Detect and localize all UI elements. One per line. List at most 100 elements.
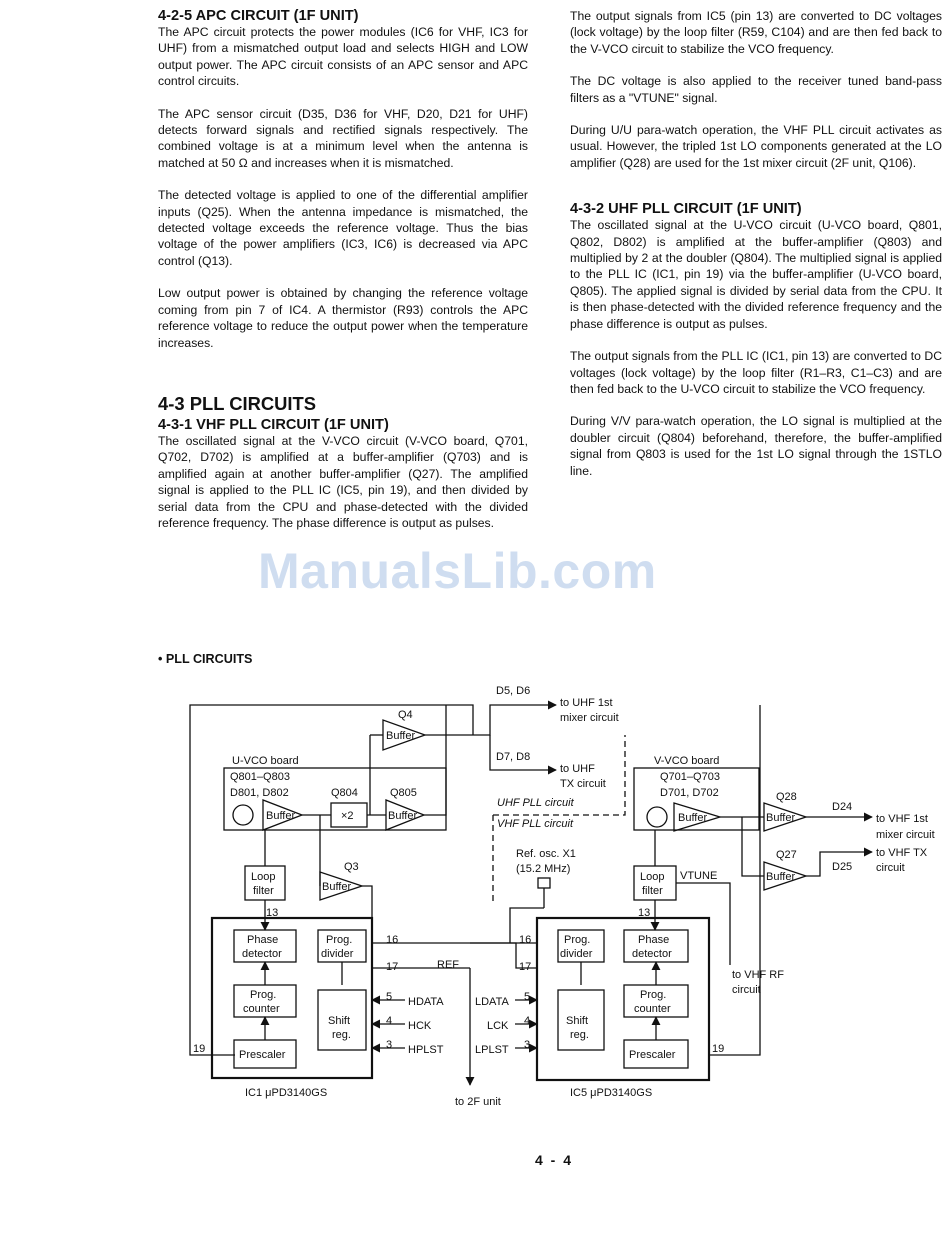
label-to-2f-unit: to 2F unit — [455, 1096, 501, 1108]
uhf-pll-paragraph-3: During V/V para-watch operation, the LO … — [570, 414, 942, 478]
section-4-3-title: 4-3 PLL CIRCUITS — [158, 392, 317, 414]
label-reg-ic5: reg. — [570, 1029, 589, 1041]
pin-3-ic1: 3 — [386, 1039, 392, 1051]
label-uhf-pll: UHF PLL circuit — [497, 797, 575, 809]
label-circuit-vhf-rf: circuit — [732, 984, 761, 996]
label-ref: REF — [437, 959, 459, 971]
label-to-uhf-1st: to UHF 1st — [560, 697, 613, 709]
label-counter-ic5: counter — [634, 1003, 671, 1015]
label-hdata: HDATA — [408, 996, 444, 1008]
label-q3: Q3 — [344, 861, 359, 873]
label-d5d6: D5, D6 — [496, 685, 530, 697]
label-buffer-q3: Buffer — [322, 881, 351, 893]
vhf-pll-paragraph-4: During U/U para-watch operation, the VHF… — [570, 123, 942, 170]
label-d7d8: D7, D8 — [496, 751, 530, 763]
oscillator-vvco — [646, 806, 668, 828]
label-to-vhf-1st: to VHF 1st — [876, 813, 928, 825]
label-circuit-vhf-tx: circuit — [876, 862, 905, 874]
label-phase-ic5: Phase — [638, 934, 669, 946]
section-4-3-2-title: 4-3-2 UHF PLL CIRCUIT (1F UNIT) — [570, 201, 802, 218]
label-counter-ic1: counter — [243, 1003, 280, 1015]
label-lplst: LPLST — [475, 1044, 509, 1056]
pin-13-ic1: 13 — [266, 907, 278, 919]
pin-4-ic5: 4 — [524, 1015, 530, 1027]
label-shift-ic1: Shift — [328, 1015, 350, 1027]
pin-16-ic5: 16 — [519, 934, 531, 946]
label-lck: LCK — [487, 1020, 509, 1032]
label-x2: ×2 — [341, 810, 354, 822]
label-buffer-uvco: Buffer — [266, 810, 295, 822]
label-reg-ic1: reg. — [332, 1029, 351, 1041]
pin-3-ic5: 3 — [524, 1039, 530, 1051]
label-ref-freq: (15.2 MHz) — [516, 863, 570, 875]
vvco-board — [633, 767, 760, 831]
pin-4-ic1: 4 — [386, 1015, 392, 1027]
apc-paragraph-3: The detected voltage is applied to one o… — [158, 188, 528, 268]
section-4-3-1-title: 4-3-1 VHF PLL CIRCUIT (1F UNIT) — [158, 416, 389, 433]
label-q28: Q28 — [776, 791, 797, 803]
label-ldata: LDATA — [475, 996, 509, 1008]
apc-paragraph-2: The APC sensor circuit (D35, D36 for VHF… — [158, 106, 528, 170]
label-prescaler-ic5: Prescaler — [629, 1049, 676, 1061]
label-vtune: VTUNE — [680, 870, 717, 882]
diagram-title: • PLL CIRCUITS — [158, 652, 253, 666]
pin-17-ic1: 17 — [386, 961, 398, 973]
apc-paragraph-4: Low output power is obtained by changing… — [158, 286, 528, 350]
label-ref-osc: Ref. osc. X1 — [516, 848, 576, 860]
label-detector-ic1: detector — [242, 948, 282, 960]
label-shift-ic5: Shift — [566, 1015, 588, 1027]
page-number: 4 - 4 — [535, 1152, 574, 1168]
buffer-vvco — [673, 802, 723, 832]
label-uvco-d: D801, D802 — [230, 787, 289, 799]
label-buffer-q805: Buffer — [388, 810, 417, 822]
apc-paragraph-1: The APC circuit protects the power modul… — [158, 25, 528, 89]
label-ic5: IC5 μPD3140GS — [570, 1087, 652, 1099]
shift-reg-ic5 — [557, 989, 605, 1051]
label-q804: Q804 — [331, 787, 358, 799]
label-buffer-q4: Buffer — [386, 730, 415, 742]
pin-13-ic5: 13 — [638, 907, 650, 919]
right-column: The output signals from IC5 (pin 13) are… — [570, 8, 942, 495]
ic5-box — [535, 916, 711, 1082]
label-to-vhf-tx: to VHF TX — [876, 847, 928, 859]
label-vvco-q: Q701–Q703 — [660, 771, 720, 783]
feedback-wire-left — [189, 704, 474, 1056]
label-vhf-pll: VHF PLL circuit — [497, 818, 574, 830]
vhf-pll-paragraph-3: The DC voltage is also applied to the re… — [570, 74, 942, 105]
buffer-uvco — [262, 799, 304, 831]
label-filter-ic5: filter — [642, 885, 663, 897]
vhf-pll-paragraph-2: The output signals from IC5 (pin 13) are… — [570, 9, 942, 56]
label-buffer-q27: Buffer — [766, 871, 795, 883]
label-vvco-d: D701, D702 — [660, 787, 719, 799]
label-detector-ic5: detector — [632, 948, 672, 960]
label-divider-ic1: divider — [321, 948, 354, 960]
pin-19-ic1: 19 — [193, 1043, 205, 1055]
label-tx-circuit: TX circuit — [560, 778, 606, 790]
label-uvco-board: U-VCO board — [232, 755, 299, 767]
oscillator-uvco — [232, 804, 254, 826]
label-prog-div-ic1: Prog. — [326, 934, 352, 946]
label-to-vhf-rf: to VHF RF — [732, 969, 784, 981]
vhf-pll-paragraph-1: The oscillated signal at the V-VCO circu… — [158, 433, 528, 530]
label-q27: Q27 — [776, 849, 797, 861]
label-loop-ic1: Loop — [251, 871, 275, 883]
label-uvco-q: Q801–Q803 — [230, 771, 290, 783]
section-4-2-5-title: 4-2-5 APC CIRCUIT (1F UNIT) — [158, 8, 359, 24]
label-d25: D25 — [832, 861, 852, 873]
label-mixer-circuit-vhf: mixer circuit — [876, 829, 935, 841]
pin-17-ic5: 17 — [519, 961, 531, 973]
label-q805: Q805 — [390, 787, 417, 799]
label-hplst: HPLST — [408, 1044, 444, 1056]
label-q4: Q4 — [398, 709, 413, 721]
label-loop-ic5: Loop — [640, 871, 664, 883]
label-to-uhf: to UHF — [560, 763, 595, 775]
label-prescaler-ic1: Prescaler — [239, 1049, 286, 1061]
label-prog-cnt-ic5: Prog. — [640, 989, 666, 1001]
pin-5-ic5: 5 — [524, 991, 530, 1003]
label-hck: HCK — [408, 1020, 432, 1032]
pin-16-ic1: 16 — [386, 934, 398, 946]
label-filter-ic1: filter — [253, 885, 274, 897]
label-phase-ic1: Phase — [247, 934, 278, 946]
shift-reg-ic1 — [317, 989, 367, 1051]
